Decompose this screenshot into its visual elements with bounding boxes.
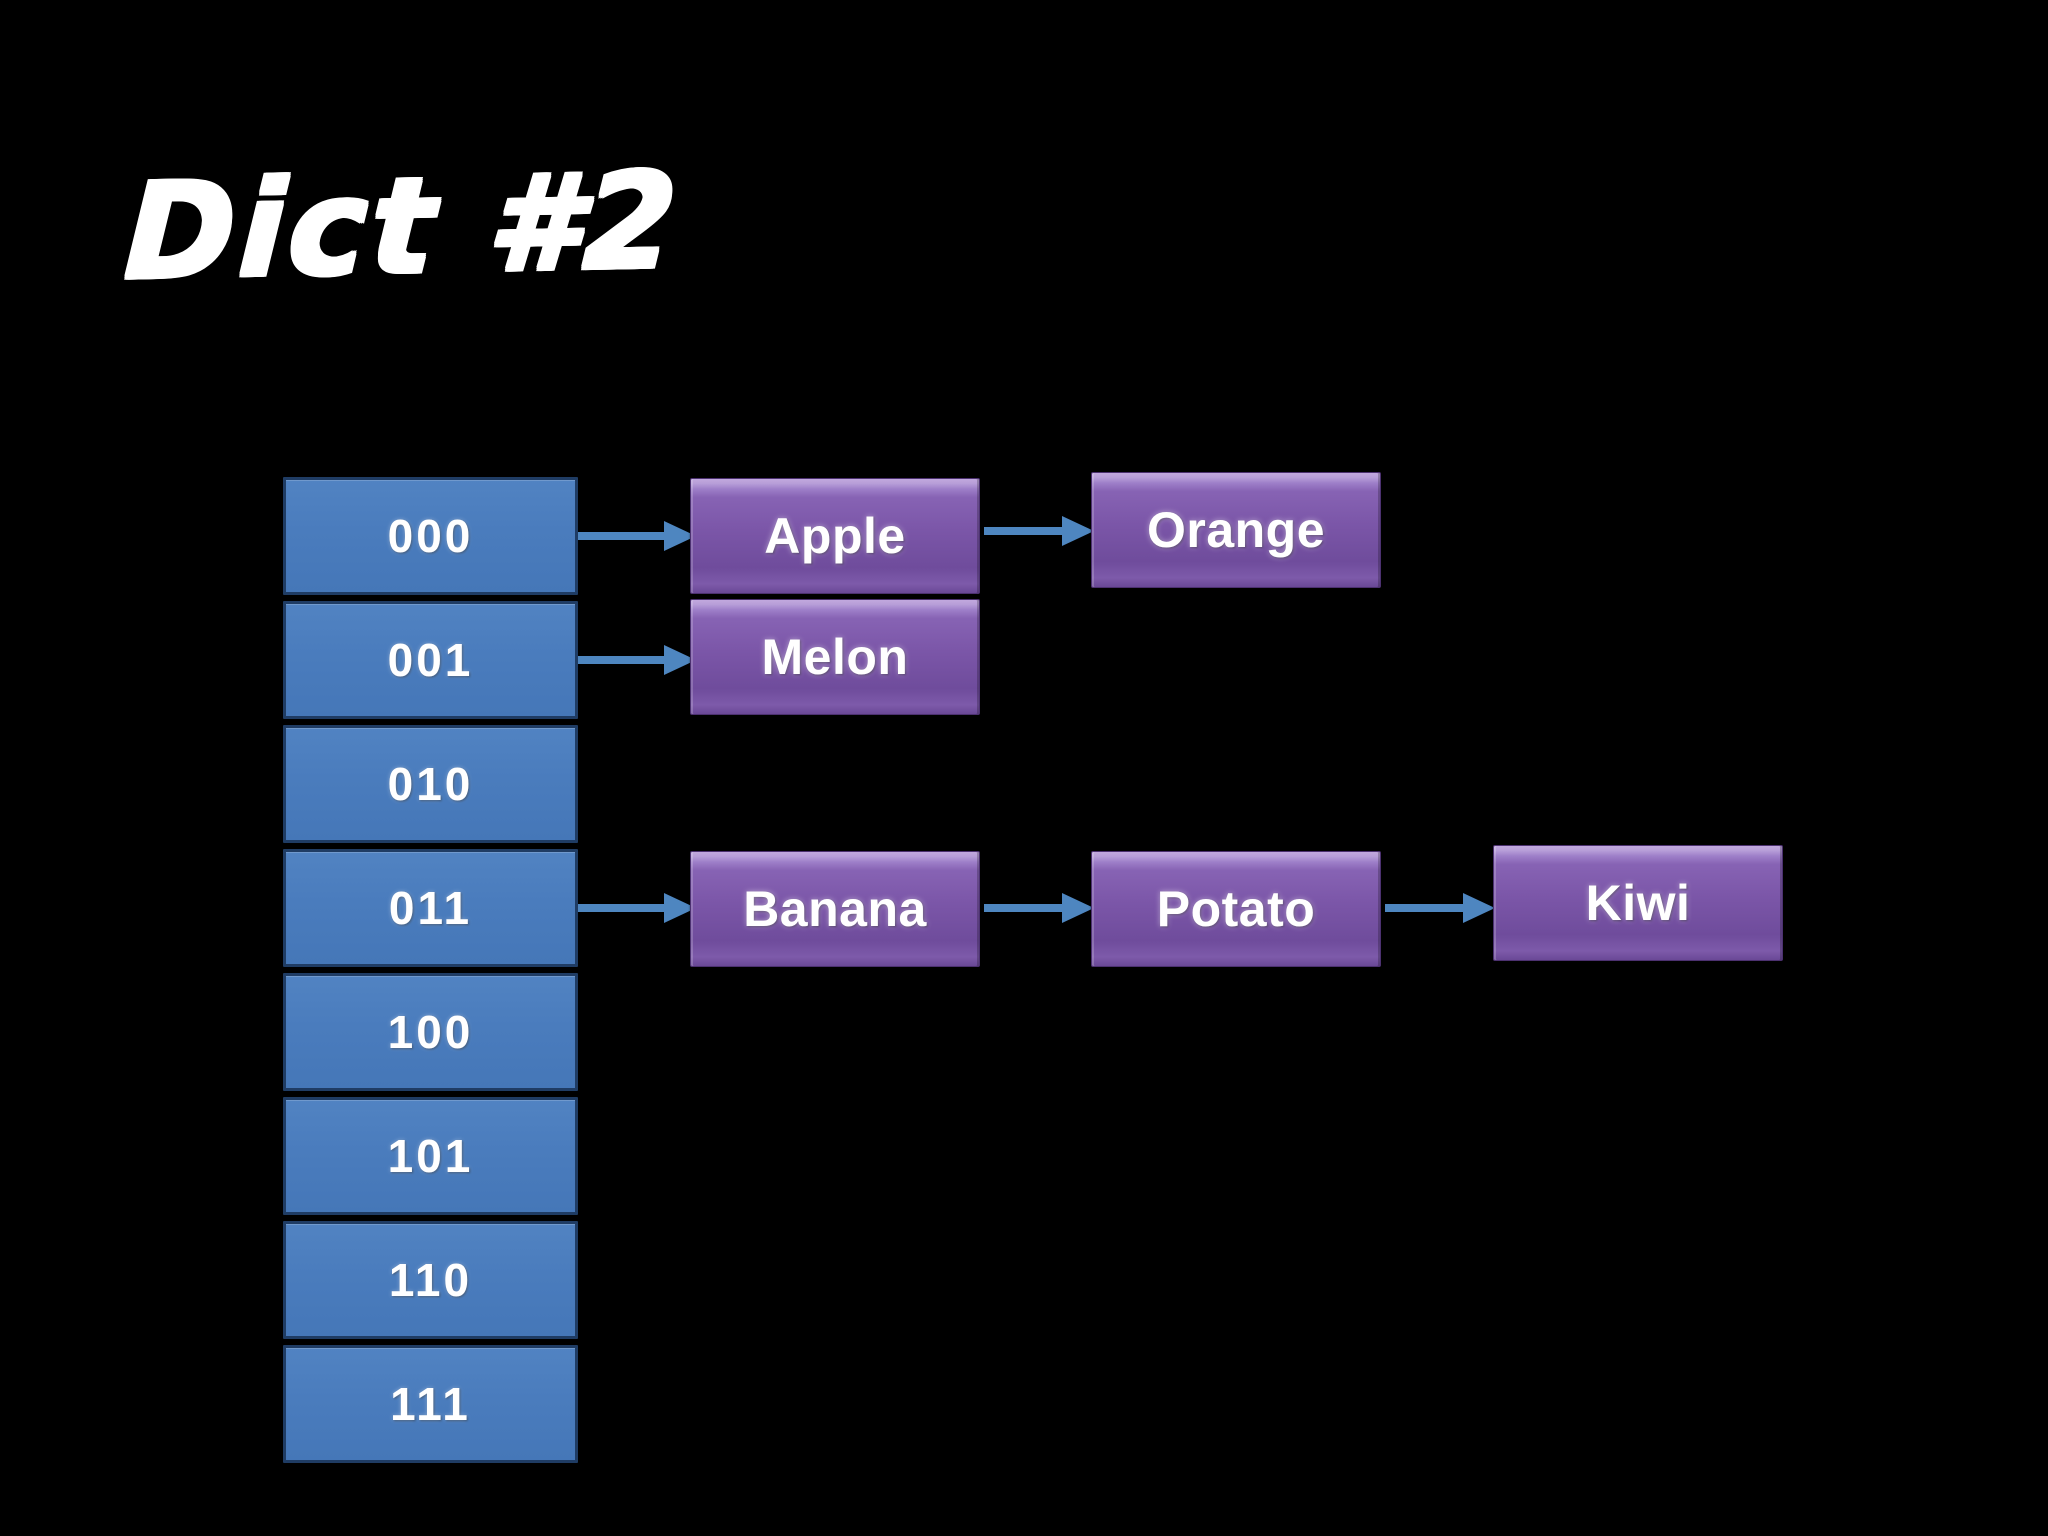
node-label: Melon [761, 629, 909, 685]
hash-cell-001[interactable]: 001 [283, 601, 578, 719]
hash-cell-111[interactable]: 111 [283, 1345, 578, 1463]
hash-cell-110[interactable]: 110 [283, 1221, 578, 1339]
hash-cell-011[interactable]: 011 [283, 849, 578, 967]
node-apple[interactable]: Apple [690, 478, 980, 594]
node-potato[interactable]: Potato [1091, 851, 1381, 967]
hash-cell-label: 101 [387, 1130, 474, 1182]
arrow-bucket000-to-apple [578, 513, 696, 559]
hash-cell-101[interactable]: 101 [283, 1097, 578, 1215]
node-melon[interactable]: Melon [690, 599, 980, 715]
page-title: Dict #2 [121, 144, 684, 310]
arrow-banana-to-potato [984, 885, 1094, 931]
node-kiwi[interactable]: Kiwi [1493, 845, 1783, 961]
arrow-potato-to-kiwi [1385, 885, 1495, 931]
node-orange[interactable]: Orange [1091, 472, 1381, 588]
node-banana[interactable]: Banana [690, 851, 980, 967]
hash-cell-label: 111 [390, 1378, 471, 1430]
hash-cell-label: 011 [388, 882, 473, 934]
hash-cell-100[interactable]: 100 [283, 973, 578, 1091]
hash-cell-label: 000 [387, 510, 474, 562]
hash-cell-label: 010 [387, 758, 474, 810]
hash-cell-label: 110 [388, 1254, 473, 1306]
arrow-bucket001-to-melon [578, 637, 696, 683]
arrow-bucket011-to-banana [578, 885, 696, 931]
hash-cell-010[interactable]: 010 [283, 725, 578, 843]
hash-cell-label: 100 [387, 1006, 474, 1058]
hash-table: 000 001 010 011 100 101 110 111 [283, 477, 578, 1463]
hash-cell-label: 001 [387, 634, 474, 686]
node-label: Apple [764, 508, 906, 564]
node-label: Kiwi [1585, 875, 1691, 931]
node-label: Banana [743, 881, 927, 937]
node-label: Orange [1146, 502, 1326, 558]
hash-cell-000[interactable]: 000 [283, 477, 578, 595]
node-label: Potato [1156, 881, 1316, 937]
arrow-apple-to-orange [984, 508, 1094, 554]
